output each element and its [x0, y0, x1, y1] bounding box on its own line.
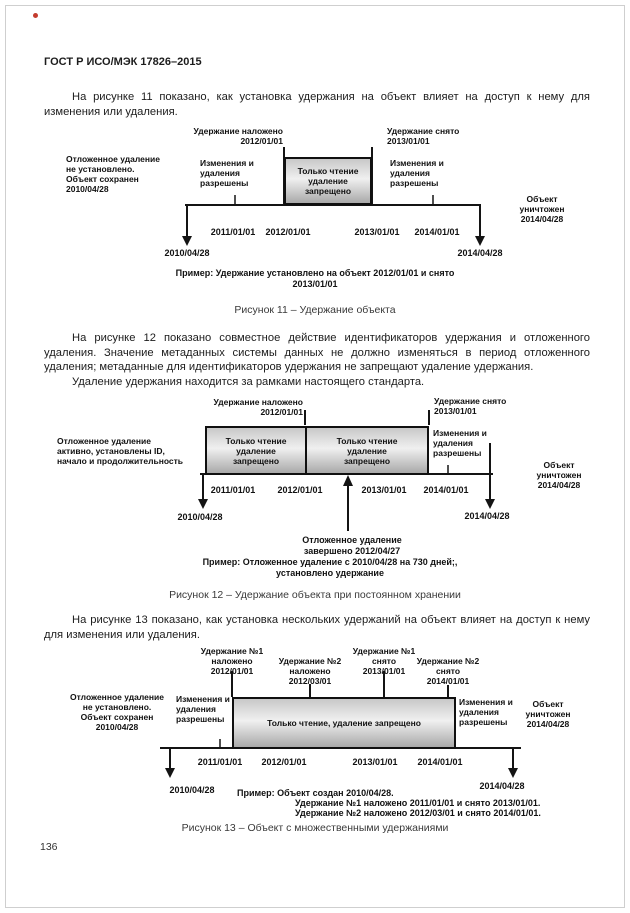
fig11-tick-label: 2013/01/01 [354, 227, 400, 237]
fig13-start-date: 2010/04/28 [169, 785, 215, 795]
fig11-tick-label: 2011/01/01 [210, 227, 256, 237]
fig12-start-date: 2010/04/28 [177, 512, 223, 522]
fig13-hold2-released-label: Удержание №2 снято 2014/01/01 [416, 656, 480, 686]
fig12-readonly-cell-2: Только чтение удаление запрещено [336, 435, 398, 466]
fig12-left-note: Отложенное удаление активно, установлены… [57, 436, 184, 466]
fig12-deferred-note: Отложенное удаление завершено 2012/04/27 [302, 535, 402, 556]
fig13-hold2-applied-label: Удержание №2 наложено 2012/03/01 [278, 656, 342, 686]
fig13-hold1-applied-label: Удержание №1 наложено 2012/01/01 [200, 646, 264, 676]
fig11-right-note: Объект уничтожен 2014/04/28 [519, 194, 565, 224]
fig12-readonly-cell-1: Только чтение удаление запрещено [225, 435, 287, 466]
paragraph-text: На рисунке 12 показано совместное действ… [44, 332, 590, 374]
fig13-example-line2: Удержание №1 наложено 2011/01/01 и снято… [295, 798, 541, 808]
fig12-hold-released-label: Удержание снято 2013/01/01 [434, 396, 507, 416]
fig13-example-line1: Пример: Объект создан 2010/04/28. [237, 788, 394, 798]
fig11-readonly-box: Только чтение удаление запрещено [284, 157, 372, 205]
fig13-segment-left-label: Изменения и удаления разрешены [176, 694, 230, 724]
page-number: 136 [40, 841, 58, 853]
fig13-example-line3: Удержание №2 наложено 2012/03/01 и снято… [295, 808, 541, 818]
fig13-segment-right-label: Изменения и удаления разрешены [459, 697, 513, 727]
fig13-tick-label: 2013/01/01 [352, 757, 398, 767]
fig12-tick-label: 2011/01/01 [210, 485, 256, 495]
fig13-caption: Рисунок 13 – Объект с множественными уде… [181, 822, 449, 834]
fig12-box-divider [305, 426, 307, 475]
fig12-tick-label: 2013/01/01 [361, 485, 407, 495]
fig11-tick-label: 2012/01/01 [265, 227, 311, 237]
fig12-tick-label: 2012/01/01 [277, 485, 323, 495]
fig11-caption: Рисунок 11 – Удержание объекта [234, 304, 396, 316]
document-header: ГОСТ Р ИСО/МЭК 17826–2015 [44, 56, 202, 68]
paragraph-text: На рисунке 11 показано, как установка уд… [44, 91, 590, 118]
fig11-end-date: 2014/04/28 [457, 248, 503, 258]
red-dot-artifact [33, 13, 38, 18]
fig11-segment-right-label: Изменения и удаления разрешены [390, 158, 444, 188]
paragraph-text: Удаление удержания находится за рамками … [72, 375, 425, 388]
fig13-left-note: Отложенное удаление не установлено. Объе… [70, 692, 164, 732]
paragraph-fig11-intro: На рисунке 11 показано, как установка уд… [44, 90, 590, 119]
fig13-end-date: 2014/04/28 [479, 781, 525, 791]
fig13-tick-label: 2012/01/01 [261, 757, 307, 767]
paragraph-fig13-intro: На рисунке 13 показано, как установка не… [44, 613, 590, 642]
fig12-readonly-box: Только чтение удаление запрещено Только … [205, 426, 429, 475]
paragraph-fig12-intro: На рисунке 12 показано совместное действ… [44, 331, 590, 389]
fig13-right-note: Объект уничтожен 2014/04/28 [525, 699, 571, 729]
fig12-right-note: Объект уничтожен 2014/04/28 [536, 460, 582, 490]
paragraph-text: На рисунке 13 показано, как установка не… [44, 614, 590, 641]
fig12-caption: Рисунок 12 – Удержание объекта при посто… [169, 589, 461, 601]
fig12-segment-right-label: Изменения и удаления разрешены [433, 428, 487, 458]
fig11-hold-released-label: Удержание снято 2013/01/01 [387, 126, 460, 146]
fig12-hold-applied-label: Удержание наложено 2012/01/01 [213, 397, 303, 417]
fig13-readonly-box: Только чтение, удаление запрещено [232, 697, 456, 749]
fig11-hold-applied-label: Удержание наложено 2012/01/01 [193, 126, 283, 146]
fig12-end-date: 2014/04/28 [464, 511, 510, 521]
fig11-example: Пример: Удержание установлено на объект … [175, 268, 455, 289]
fig13-tick-label: 2014/01/01 [417, 757, 463, 767]
fig13-tick-label: 2011/01/01 [197, 757, 243, 767]
fig13-hold1-released-label: Удержание №1 снято 2013/01/01 [352, 646, 416, 676]
fig11-left-note: Отложенное удаление не установлено. Объе… [66, 154, 160, 194]
fig12-tick-label: 2014/01/01 [423, 485, 469, 495]
fig11-segment-left-label: Изменения и удаления разрешены [200, 158, 254, 188]
page-border-frame [5, 5, 625, 908]
fig11-tick-label: 2014/01/01 [414, 227, 460, 237]
fig11-start-date: 2010/04/28 [164, 248, 210, 258]
fig12-example: Пример: Отложенное удаление с 2010/04/28… [202, 557, 458, 578]
